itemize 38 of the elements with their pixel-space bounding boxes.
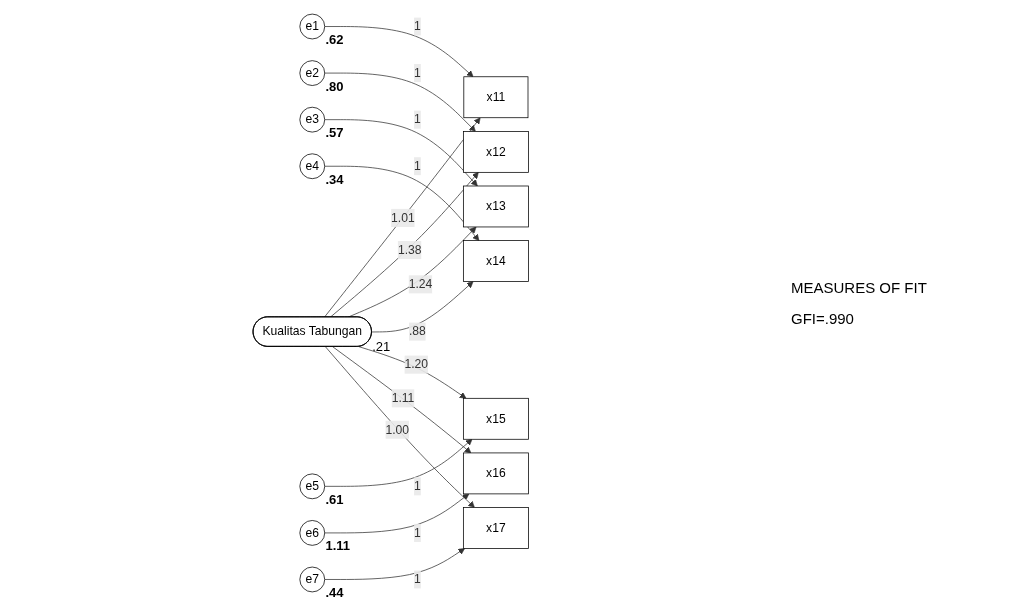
node-box: x14: [462, 240, 529, 282]
node-circle: e7: [299, 566, 325, 593]
fit-measure-text: MEASURES OF FIT: [791, 279, 928, 296]
node-circle: e6: [299, 520, 325, 546]
node-circle: e2: [299, 60, 325, 86]
node-circle: e3: [299, 106, 325, 133]
edge-label: 1.11: [391, 391, 415, 405]
edge-label: 1.20: [404, 357, 428, 371]
edge-label: 1: [413, 526, 421, 539]
edge-label: 1: [413, 112, 421, 126]
variance-value: .62: [325, 32, 344, 47]
edge-label: 1.00: [385, 422, 409, 436]
node-box: x11: [463, 76, 529, 119]
edge-label: 1: [413, 479, 421, 493]
node-box: x16: [462, 452, 529, 495]
edge-label: 1: [413, 572, 421, 586]
edge-label: 1.01: [390, 211, 415, 224]
variance-value: .61: [325, 492, 344, 507]
node-circle: e1: [299, 13, 325, 40]
fit-measure-text: GFI=.990: [791, 310, 855, 327]
node-box: x15: [462, 397, 529, 440]
variance-value: .57: [325, 126, 344, 141]
edge-label: 1: [413, 159, 421, 173]
node-box: x13: [462, 185, 529, 228]
variance-value: .21: [372, 340, 391, 355]
variance-value: .80: [325, 79, 344, 94]
edge-label: 1: [413, 19, 421, 33]
node-circle: e4: [299, 153, 325, 180]
node-box: x12: [462, 131, 529, 173]
node-box: x17: [462, 507, 529, 549]
edge-label: 1.38: [397, 243, 422, 257]
variance-value: .44: [325, 585, 344, 600]
edge-label: 1.24: [408, 277, 433, 291]
edge-label: 1: [413, 66, 421, 80]
variance-value: 1.11: [325, 539, 351, 554]
edge-label: .88: [408, 324, 426, 338]
node-circle: e5: [299, 473, 325, 500]
variance-value: .34: [325, 172, 344, 187]
